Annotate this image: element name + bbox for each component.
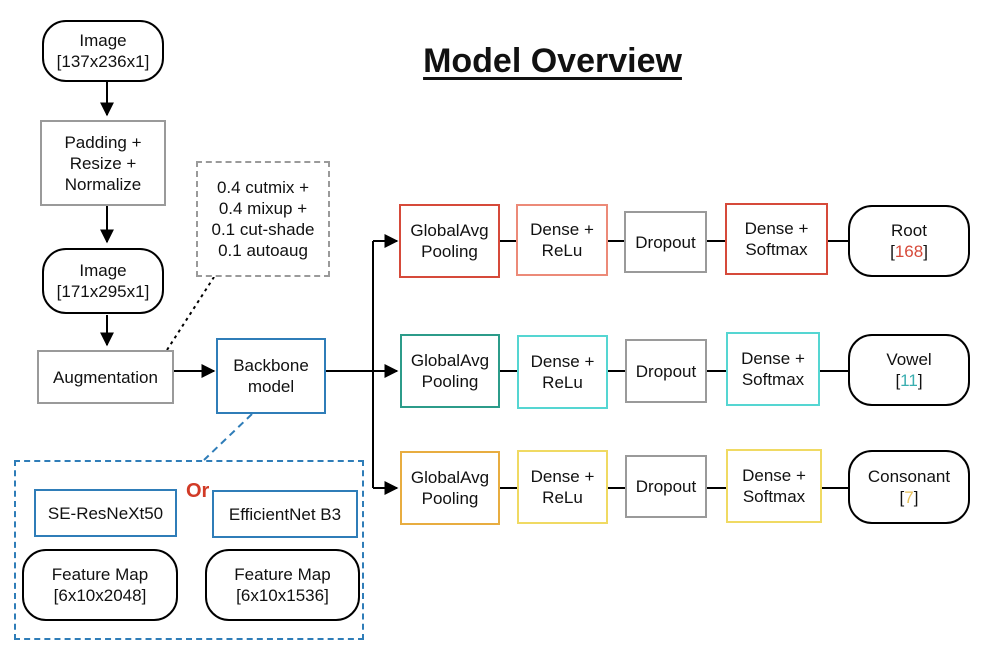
vowel-dropout-label: Dropout <box>635 361 697 381</box>
vowel-pooling-node: GlobalAvg Pooling <box>400 334 500 408</box>
aug-note-connector <box>166 276 215 351</box>
root-dense-line-1: Dense + <box>530 220 594 239</box>
resized-image-node: Image [171x295x1] <box>42 248 164 314</box>
or-label: Or <box>186 480 210 502</box>
vowel-output-count: 11 <box>900 371 918 390</box>
root-output-count-line: [168] <box>890 241 928 262</box>
aug-note-line-1: 0.4 cutmix + <box>216 178 310 197</box>
resized-image-label: Image <box>79 261 127 280</box>
preprocess-node: Padding + Resize + Normalize <box>40 120 166 206</box>
aug-note-line-3: 0.1 cut-shade <box>211 220 315 239</box>
aug-note-line-2: 0.4 mixup + <box>218 199 308 218</box>
root-dense-relu-node: Dense + ReLu <box>516 204 608 276</box>
consonant-dropout-label: Dropout <box>635 477 697 496</box>
bracket-open: [ <box>899 488 905 507</box>
root-softmax-line-2: Softmax <box>745 240 808 259</box>
feature-map-seresnext: Feature Map [6x10x2048] <box>22 549 178 621</box>
root-output-label: Root <box>891 221 927 240</box>
preprocess-line-3: Normalize <box>64 174 142 194</box>
feature-map-efficientnet-label: Feature Map <box>234 565 331 584</box>
option-efficientnet-label: EfficientNet B3 <box>228 504 342 524</box>
input-image-node: Image [137x236x1] <box>42 20 164 82</box>
vowel-output-count-line: [11] <box>895 370 922 391</box>
root-dropout-label: Dropout <box>635 232 696 252</box>
vowel-output-label: Vowel <box>886 350 932 369</box>
augmentation-node: Augmentation <box>37 350 174 404</box>
consonant-pooling-line-1: GlobalAvg <box>410 468 490 487</box>
backbone-options-connector <box>203 413 253 461</box>
backbone-option-efficientnet: EfficientNet B3 <box>212 490 358 538</box>
feature-map-efficientnet: Feature Map [6x10x1536] <box>205 549 360 621</box>
backbone-line-2: model <box>247 377 295 396</box>
root-softmax-line-1: Dense + <box>744 219 809 238</box>
vowel-output-node: Vowel [11] <box>848 334 970 406</box>
vowel-dense-line-1: Dense + <box>530 352 595 371</box>
consonant-dropout-node: Dropout <box>625 455 707 518</box>
feature-map-seresnext-shape: [6x10x2048] <box>53 586 147 605</box>
root-dense-line-2: ReLu <box>541 241 583 260</box>
consonant-dense-relu-node: Dense + ReLu <box>517 450 608 524</box>
option-seresnext-label: SE-ResNeXt50 <box>47 503 164 523</box>
vowel-softmax-line-1: Dense + <box>741 349 805 368</box>
feature-map-seresnext-label: Feature Map <box>51 565 149 584</box>
backbone-option-seresnext: SE-ResNeXt50 <box>34 489 177 537</box>
bracket-open: [ <box>895 371 901 390</box>
preprocess-line-2: Resize + <box>69 153 137 173</box>
aug-note-line-4: 0.1 autoaug <box>218 241 308 260</box>
root-pooling-line-1: GlobalAvg <box>410 221 489 240</box>
consonant-dense-line-1: Dense + <box>530 467 595 486</box>
bracket-open: [ <box>890 242 895 261</box>
preprocess-line-1: Padding + <box>64 132 142 152</box>
input-image-label: Image <box>79 31 127 50</box>
consonant-output-count: 7 <box>904 488 914 507</box>
augmentation-note: 0.4 cutmix + 0.4 mixup + 0.1 cut-shade 0… <box>196 161 330 277</box>
bracket-close: ] <box>917 371 923 390</box>
root-dropout-node: Dropout <box>624 211 707 273</box>
vowel-dropout-node: Dropout <box>625 339 707 403</box>
feature-map-efficientnet-shape: [6x10x1536] <box>236 586 329 605</box>
backbone-node: Backbone model <box>216 338 326 414</box>
vowel-softmax-node: Dense + Softmax <box>726 332 820 406</box>
input-image-shape: [137x236x1] <box>56 52 150 71</box>
root-output-count: 168 <box>894 242 924 261</box>
root-softmax-node: Dense + Softmax <box>725 203 828 275</box>
consonant-softmax-line-2: Softmax <box>742 487 806 506</box>
vowel-pooling-line-1: GlobalAvg <box>410 351 490 370</box>
consonant-softmax-node: Dense + Softmax <box>726 449 822 523</box>
consonant-pooling-node: GlobalAvg Pooling <box>400 451 500 525</box>
consonant-output-node: Consonant [7] <box>848 450 970 524</box>
consonant-pooling-line-2: Pooling <box>421 489 479 508</box>
vowel-dense-line-2: ReLu <box>542 373 583 392</box>
vowel-dense-relu-node: Dense + ReLu <box>517 335 608 409</box>
consonant-output-label: Consonant <box>867 467 951 486</box>
root-pooling-line-2: Pooling <box>421 242 478 261</box>
consonant-output-count-line: [7] <box>900 487 919 508</box>
consonant-dense-line-2: ReLu <box>542 488 583 507</box>
consonant-softmax-line-1: Dense + <box>742 466 806 485</box>
bracket-close: ] <box>923 242 928 261</box>
vowel-pooling-line-2: Pooling <box>421 372 479 391</box>
root-output-node: Root [168] <box>848 205 970 277</box>
root-pooling-node: GlobalAvg Pooling <box>399 204 500 278</box>
resized-image-shape: [171x295x1] <box>56 282 150 301</box>
bracket-close: ] <box>913 488 919 507</box>
vowel-softmax-line-2: Softmax <box>741 370 805 389</box>
page-title: Model Overview <box>423 42 682 80</box>
augmentation-label: Augmentation <box>53 367 158 387</box>
backbone-options-box <box>14 460 364 640</box>
backbone-line-1: Backbone <box>233 356 309 375</box>
